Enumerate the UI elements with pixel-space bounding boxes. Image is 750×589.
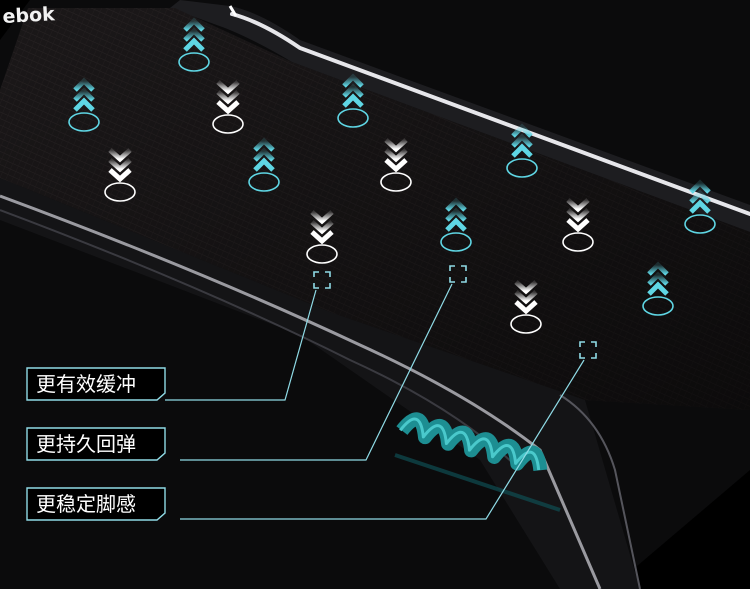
teal-up-arrow-icon <box>440 197 472 252</box>
leader-line-1 <box>165 289 317 401</box>
teal-up-arrow-icon <box>506 123 538 178</box>
callout-label: 更稳定脚感 <box>36 492 136 516</box>
teal-up-arrow-icon <box>337 73 369 128</box>
upper-rail <box>170 0 750 232</box>
callout-stability: 更稳定脚感 <box>26 487 166 521</box>
white-down-arrow-icon <box>510 280 542 334</box>
teal-up-arrow-icon <box>248 137 280 192</box>
lower-rail-highlight <box>0 194 602 589</box>
callout-frame <box>26 427 166 461</box>
spring-absorber <box>396 412 548 472</box>
white-down-arrow-icon <box>212 80 244 134</box>
leader-line-2 <box>180 283 453 461</box>
callout-frame <box>26 367 166 401</box>
teal-up-arrow-icon <box>642 261 674 316</box>
teal-up-arrow-icon <box>684 179 716 234</box>
white-down-arrows <box>104 80 594 334</box>
white-down-arrow-icon <box>380 138 412 192</box>
teal-up-arrow-icon <box>178 17 210 72</box>
callout-leader-lines <box>165 283 585 520</box>
lower-rail <box>0 178 640 589</box>
white-down-arrow-icon <box>562 198 594 252</box>
brand-logo: ebok <box>2 3 56 28</box>
callout-label: 更有效缓冲 <box>36 372 136 396</box>
teal-up-arrow-icon <box>68 77 100 132</box>
focus-markers <box>313 265 597 359</box>
callout-label: 更持久回弹 <box>36 432 136 456</box>
white-down-arrow-icon <box>104 148 136 202</box>
dashed-target-icon <box>313 271 331 289</box>
white-down-arrow-icon <box>306 210 338 264</box>
dashed-target-icon <box>449 265 467 283</box>
dashed-target-icon <box>579 341 597 359</box>
teal-up-arrows <box>68 17 716 316</box>
leader-line-3 <box>180 359 585 520</box>
upper-rail-highlight <box>230 12 750 216</box>
callout-rebound: 更持久回弹 <box>26 427 166 461</box>
callout-frame <box>26 487 166 521</box>
callout-cushioning: 更有效缓冲 <box>26 367 166 401</box>
